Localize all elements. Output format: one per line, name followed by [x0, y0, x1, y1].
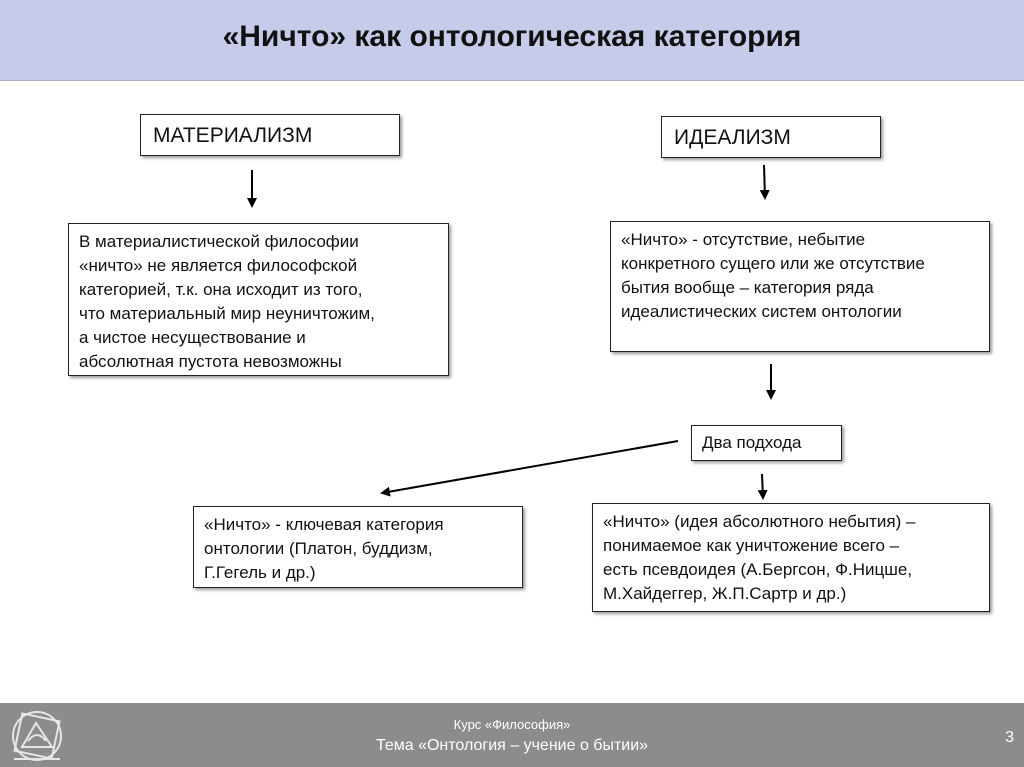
arrow-idealism-down	[759, 164, 770, 200]
materialism-label: МАТЕРИАЛИЗМ	[153, 124, 313, 147]
footer-topic: Тема «Онтология – учение о бытии»	[375, 737, 649, 754]
materialism-description: В материалистической философии «ничто» н…	[79, 232, 375, 371]
two-approaches-box: Два подхода	[691, 425, 842, 461]
approach-right-text: «Ничто» (идея абсолютного небытия) – пон…	[603, 512, 916, 603]
approach-left-text: «Ничто» - ключевая категория онтологии (…	[204, 515, 444, 582]
idealism-description-box: «Ничто» - отсутствие, небытие конкретног…	[610, 221, 990, 352]
materialism-box: МАТЕРИАЛИЗМ	[140, 114, 400, 156]
idealism-label: ИДЕАЛИЗМ	[674, 126, 791, 149]
arrow-to-approach-left	[380, 440, 679, 497]
slide-footer: Курс «Философия» Тема «Онтология – учени…	[0, 703, 1024, 767]
university-logo-icon	[12, 711, 62, 761]
slide-header: «Ничто» как онтологическая категория	[0, 0, 1024, 81]
materialism-description-box: В материалистической философии «ничто» н…	[68, 223, 449, 376]
two-approaches-label: Два подхода	[702, 433, 802, 452]
page-number: 3	[1005, 729, 1014, 746]
footer-course: Курс «Философия»	[453, 717, 571, 732]
idealism-description: «Ничто» - отсутствие, небытие конкретног…	[621, 230, 925, 321]
approach-right-box: «Ничто» (идея абсолютного небытия) – пон…	[592, 503, 990, 612]
arrow-to-approach-right	[757, 473, 768, 500]
idealism-box: ИДЕАЛИЗМ	[661, 116, 881, 158]
approach-left-box: «Ничто» - ключевая категория онтологии (…	[193, 506, 523, 588]
slide-title: «Ничто» как онтологическая категория	[222, 20, 802, 53]
